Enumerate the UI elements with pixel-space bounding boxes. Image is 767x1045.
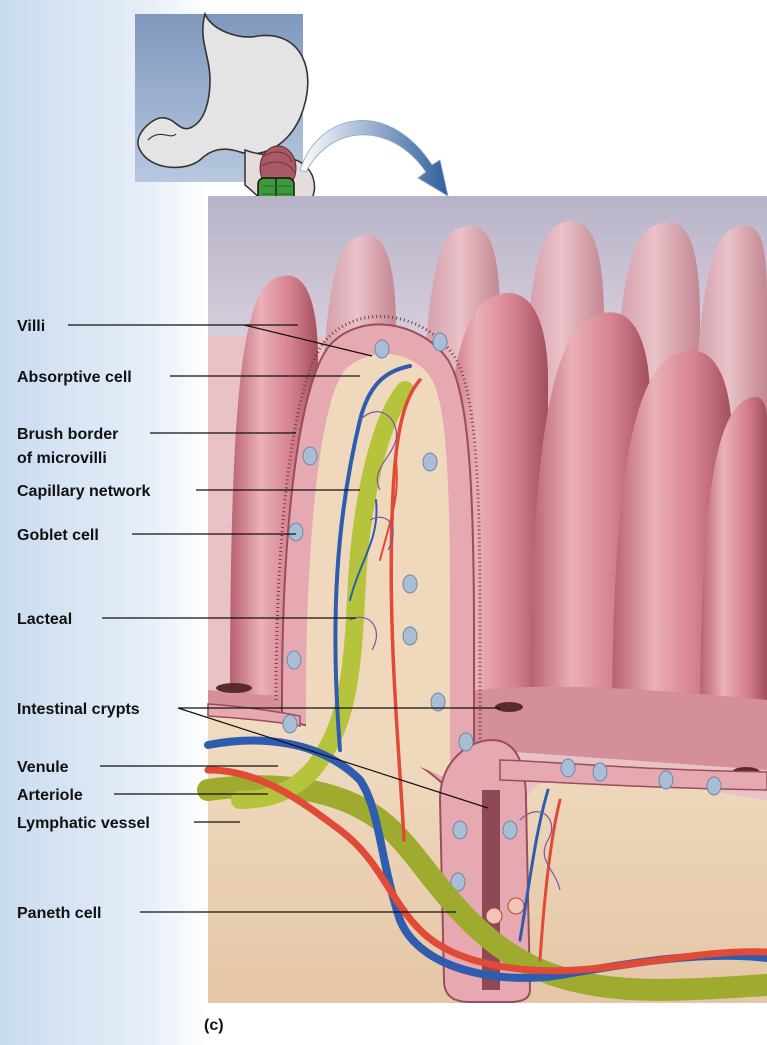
label-venule: Venule — [17, 759, 69, 776]
label-lymphatic-vessel: Lymphatic vessel — [17, 815, 150, 832]
label-absorptive-cell: Absorptive cell — [17, 369, 132, 386]
villi-panel — [208, 196, 767, 1045]
label-brush-border-1: Brush border — [17, 426, 118, 443]
label-capillary-network: Capillary network — [17, 483, 150, 500]
label-paneth-cell: Paneth cell — [17, 905, 101, 922]
label-lacteal: Lacteal — [17, 611, 72, 628]
label-arteriole: Arteriole — [17, 787, 83, 804]
crypt-opening — [216, 683, 252, 693]
crypt-opening — [495, 702, 523, 712]
label-intestinal-crypts: Intestinal crypts — [17, 701, 140, 718]
zoom-arrow — [300, 120, 448, 196]
label-goblet-cell: Goblet cell — [17, 527, 99, 544]
label-villi: Villi — [17, 318, 45, 335]
panel-letter: (c) — [204, 1017, 224, 1034]
label-brush-border-2: of microvilli — [17, 450, 107, 467]
